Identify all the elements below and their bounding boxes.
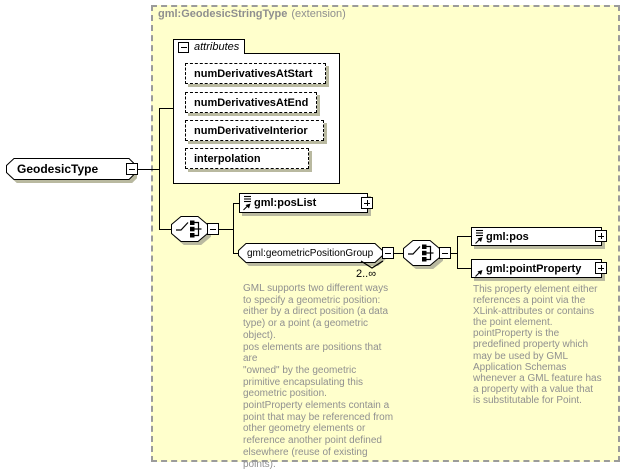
- choice-compositor-2[interactable]: [403, 240, 440, 266]
- element-pointproperty[interactable]: gml:pointProperty: [471, 259, 602, 278]
- minus-icon: [210, 228, 216, 230]
- attribute-numderivativeinterior[interactable]: numDerivativeInterior: [185, 120, 324, 141]
- plus-icon-vertical: [600, 233, 602, 239]
- connector-to-pos: [457, 236, 472, 237]
- attribute-numderivativesatstart[interactable]: numDerivativesAtStart: [185, 63, 326, 84]
- minus-icon: [385, 252, 391, 254]
- element-poslist-label: gml:posList: [254, 197, 317, 209]
- connector-to-attributes: [159, 108, 174, 109]
- connector-tree-vertical: [159, 108, 160, 230]
- choice1-collapse-button[interactable]: [207, 223, 219, 235]
- geomgroup-collapse-button[interactable]: [382, 247, 394, 259]
- choice-icon: [176, 221, 202, 237]
- minus-icon: [180, 46, 187, 48]
- pointproperty-expand-button[interactable]: [595, 262, 607, 274]
- choice-icon-squares: [190, 220, 195, 238]
- attributes-tab[interactable]: attributes: [173, 39, 245, 54]
- plus-icon-vertical: [600, 265, 602, 271]
- connector-choice2-vertical: [457, 236, 458, 269]
- reference-arrow-icon: [475, 270, 483, 277]
- connector-geomgroup-to-choice2: [394, 253, 405, 254]
- pos-expand-button[interactable]: [595, 230, 607, 242]
- group-geometricpositiongroup[interactable]: gml:geometricPositionGroup: [238, 243, 383, 263]
- repeat-indicator-icon: [360, 260, 384, 269]
- plus-icon-vertical: [366, 200, 368, 206]
- choice-icon-squares: [422, 244, 427, 262]
- extension-type-name: gml:GeodesicStringType: [158, 8, 288, 20]
- annotation-geometric-position: GML supports two different ways to speci…: [243, 283, 394, 469]
- cardinality-label: 2..∞: [356, 268, 377, 280]
- attribute-numderivativesatend[interactable]: numDerivativesAtEnd: [185, 92, 317, 113]
- root-element-label: GeodesicType: [17, 162, 99, 176]
- choice2-collapse-button[interactable]: [439, 247, 451, 259]
- connector-choice1-out: [219, 229, 234, 230]
- attribute-interpolation[interactable]: interpolation: [185, 148, 309, 169]
- choice-icon: [408, 245, 434, 261]
- connector-choice2-out: [451, 253, 458, 254]
- extension-frame-title: gml:GeodesicStringType(extension): [158, 8, 346, 20]
- root-element-shape: [6, 158, 134, 180]
- simple-content-and-reference-icon: [243, 195, 251, 211]
- connector-to-choice1: [159, 229, 173, 230]
- connector-to-geomgroup: [233, 253, 240, 254]
- connector-root-to-tree: [138, 169, 160, 170]
- attributes-collapse-button[interactable]: [178, 41, 189, 53]
- minus-icon: [129, 168, 135, 170]
- poslist-expand-button[interactable]: [361, 197, 373, 209]
- annotation-pointproperty: This property element either references …: [473, 284, 602, 406]
- minus-icon: [442, 252, 448, 254]
- root-collapse-button[interactable]: [126, 163, 138, 175]
- attributes-header: attributes: [194, 41, 240, 53]
- choice-compositor-1[interactable]: [171, 216, 208, 242]
- root-element-geodesictype[interactable]: GeodesicType: [6, 158, 134, 180]
- element-pos-label: gml:pos: [486, 230, 529, 243]
- group-geometricpositiongroup-label: gml:geometricPositionGroup: [247, 247, 374, 259]
- connector-to-pointproperty: [457, 268, 472, 269]
- element-pos[interactable]: gml:pos: [471, 227, 602, 246]
- simple-content-and-reference-icon: [475, 229, 483, 244]
- element-poslist[interactable]: gml:posList: [239, 193, 368, 213]
- element-pointproperty-label: gml:pointProperty: [486, 262, 582, 275]
- extension-suffix: (extension): [291, 8, 346, 20]
- connector-choice1-vertical: [233, 203, 234, 254]
- connector-to-poslist: [233, 203, 241, 204]
